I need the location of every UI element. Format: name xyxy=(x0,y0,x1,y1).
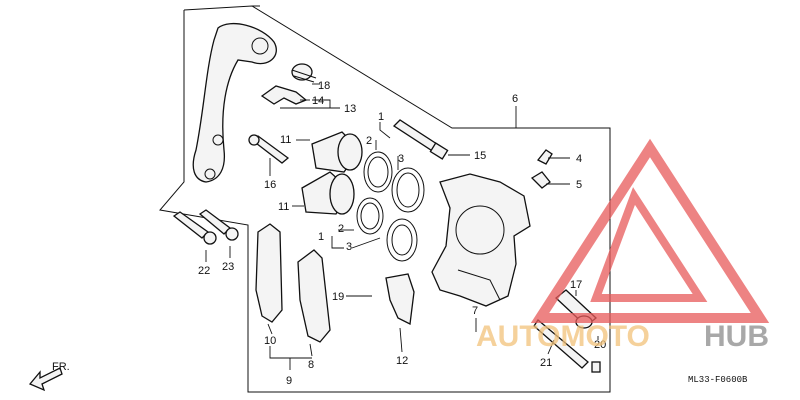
callout-21: 21 xyxy=(540,357,552,369)
callout-18: 18 xyxy=(318,80,330,92)
callout-8: 8 xyxy=(308,359,314,371)
watermark-triangle-inner xyxy=(590,187,708,302)
front-arrow: FR. xyxy=(28,361,70,392)
pad-shim xyxy=(385,273,415,325)
brake-pad-inner xyxy=(255,223,283,323)
callout-9: 9 xyxy=(286,375,292,387)
callout-labels: 18 14 13 1 2 3 11 11 15 16 6 4 5 1 2 3 1… xyxy=(198,80,606,387)
callout-2-upper: 2 xyxy=(366,135,372,147)
callout-1-lower: 1 xyxy=(318,231,324,243)
callout-12: 12 xyxy=(396,355,408,367)
bolt-part-22 xyxy=(172,211,217,245)
watermark-triangle-outer xyxy=(530,138,770,323)
callout-3-lower: 3 xyxy=(346,241,352,253)
callout-11-upper: 11 xyxy=(280,134,291,146)
watermark-text-hub: HUB xyxy=(704,320,769,353)
drawing-code: ML33-F0600B xyxy=(688,375,748,385)
callout-22: 22 xyxy=(198,265,210,277)
callout-19: 19 xyxy=(332,291,344,303)
piston-upper xyxy=(311,131,363,173)
callout-13: 13 xyxy=(344,103,356,115)
bleeder-valve xyxy=(536,149,553,165)
piston-seals xyxy=(356,151,425,262)
bolt-part-23 xyxy=(198,209,239,241)
piston-lower xyxy=(301,171,355,215)
callout-23: 23 xyxy=(222,261,234,273)
pad-spring-part-14 xyxy=(260,85,308,105)
pin-part-15 xyxy=(392,119,449,160)
leader-lines xyxy=(205,83,599,370)
callout-16: 16 xyxy=(264,179,276,191)
nut-part-20 xyxy=(591,361,601,373)
callout-7: 7 xyxy=(472,305,478,317)
callout-14: 14 xyxy=(312,95,324,107)
callout-15: 15 xyxy=(474,150,486,162)
bleeder-cap xyxy=(530,171,551,189)
callout-3-upper: 3 xyxy=(398,153,404,165)
callout-6: 6 xyxy=(512,93,518,105)
caliper-bracket xyxy=(192,22,277,183)
watermark-text-automoto: AUTOMOTO xyxy=(476,320,650,353)
front-label: FR. xyxy=(52,361,70,373)
watermark-logo: AUTOMOTO HUB xyxy=(476,138,770,353)
callout-10: 10 xyxy=(264,335,276,347)
callout-1-upper: 1 xyxy=(378,111,384,123)
pin-part-16 xyxy=(248,134,290,164)
caliper-body xyxy=(431,173,531,307)
callout-20: 20 xyxy=(594,339,606,351)
callout-5: 5 xyxy=(576,179,582,191)
brake-pad-outer xyxy=(297,249,331,343)
callout-4: 4 xyxy=(576,153,582,165)
callout-11-lower: 11 xyxy=(278,201,289,213)
callout-17: 17 xyxy=(570,279,582,291)
callout-2-lower: 2 xyxy=(338,223,344,235)
boot-part-18 xyxy=(291,63,317,83)
